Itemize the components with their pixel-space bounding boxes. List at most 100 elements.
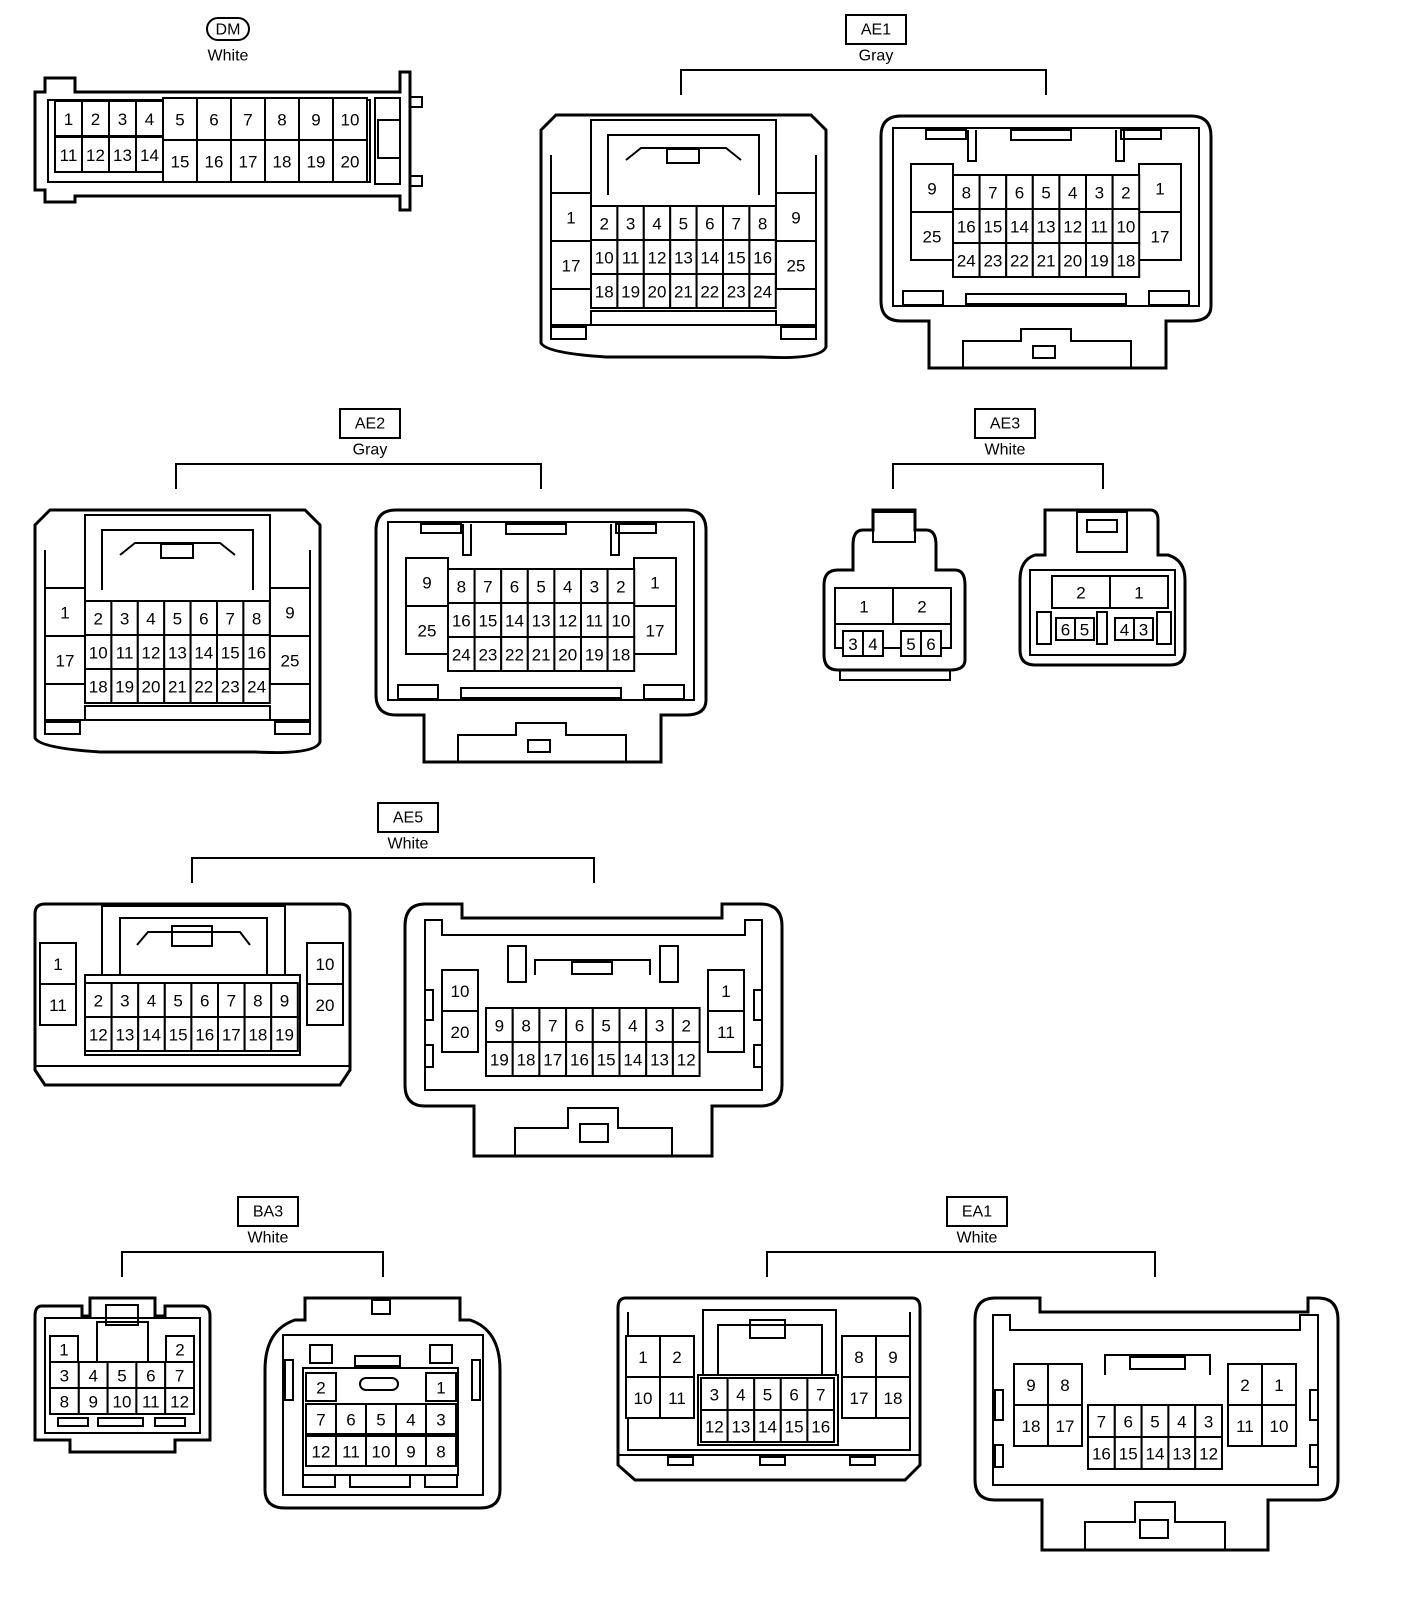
pin-number: 2 xyxy=(1240,1376,1249,1395)
pin-number: 4 xyxy=(868,635,877,654)
pin-number: 6 xyxy=(926,635,935,654)
pin-number: 3 xyxy=(120,610,129,629)
pin-number: 17 xyxy=(1056,1417,1075,1436)
pin-cell xyxy=(1261,1404,1297,1447)
housing-detail xyxy=(359,1377,399,1391)
pin-number: 4 xyxy=(1120,621,1129,640)
pin-number: 5 xyxy=(601,1017,610,1036)
pin-number: 18 xyxy=(595,283,614,302)
pin-number: 8 xyxy=(277,111,286,130)
pin-number: 4 xyxy=(652,215,661,234)
pin-number: 1 xyxy=(650,574,659,593)
pin-number: 2 xyxy=(1121,184,1130,203)
housing-detail xyxy=(154,1417,186,1427)
housing-detail xyxy=(994,1389,1004,1421)
housing-detail xyxy=(424,1474,458,1488)
pin-number: 7 xyxy=(483,578,492,597)
housing-detail xyxy=(753,989,763,1021)
connector-bracket xyxy=(175,463,542,489)
pin-cell xyxy=(834,587,894,625)
pin-cell xyxy=(910,163,954,213)
housing-detail xyxy=(849,1456,876,1466)
pin-cell xyxy=(1047,1404,1083,1447)
pin-number: 8 xyxy=(60,1393,69,1412)
connector-code: DM xyxy=(216,22,241,39)
pin-number: 6 xyxy=(705,215,714,234)
housing-outline xyxy=(374,508,708,764)
housing-outline xyxy=(607,134,760,195)
pin-number: 1 xyxy=(59,1341,68,1360)
connector-code-box xyxy=(377,802,439,833)
pin-number: 5 xyxy=(175,111,184,130)
pin-number: 23 xyxy=(727,283,746,302)
pin-number: 15 xyxy=(983,218,1002,237)
pin-number: 10 xyxy=(372,1443,391,1462)
pin-cell xyxy=(332,139,368,183)
pin-number: 2 xyxy=(616,578,625,597)
pin-cell xyxy=(526,636,556,672)
housing-detail xyxy=(274,721,311,735)
housing-outline xyxy=(119,917,268,975)
housing-detail xyxy=(1139,1519,1169,1539)
pin-number: 6 xyxy=(200,992,209,1011)
pin-number: 1 xyxy=(638,1348,647,1367)
pin-cell xyxy=(645,1041,674,1077)
pin-number: 5 xyxy=(1041,184,1050,203)
pin-number: 3 xyxy=(118,110,127,129)
housing-detail xyxy=(1032,345,1056,359)
pin-number: 15 xyxy=(1119,1445,1138,1464)
pin-cell xyxy=(425,1403,457,1435)
pin-number: 3 xyxy=(60,1367,69,1386)
pin-number: 15 xyxy=(221,644,240,663)
pin-number: 10 xyxy=(611,612,630,631)
pin-cell xyxy=(1031,208,1061,244)
pin-cell xyxy=(54,136,83,173)
pin-number: 6 xyxy=(1015,184,1024,203)
pin-number: 8 xyxy=(854,1348,863,1367)
pin-number: 17 xyxy=(239,153,258,172)
pin-cell xyxy=(425,1372,457,1402)
pin-cell xyxy=(298,139,334,183)
pin-number: 12 xyxy=(677,1051,696,1070)
pin-number: 15 xyxy=(785,1418,804,1437)
pin-cell xyxy=(189,600,219,636)
pin-cell xyxy=(1109,575,1169,609)
connector-color: White xyxy=(248,1230,289,1247)
housing-detail xyxy=(759,1456,786,1466)
pin-cell xyxy=(645,1007,674,1043)
pin-number: 4 xyxy=(147,992,156,1011)
pin-number: 11 xyxy=(49,996,67,1015)
pin-number: 7 xyxy=(227,992,236,1011)
pin-cell xyxy=(242,668,271,704)
housing-outline xyxy=(967,130,1125,162)
pin-number: 13 xyxy=(650,1051,669,1070)
pin-number: 18 xyxy=(884,1389,903,1408)
housing-detail xyxy=(397,684,439,700)
pin-number: 16 xyxy=(753,249,772,268)
housing-outline xyxy=(539,113,828,360)
pin-number: 19 xyxy=(275,1026,294,1045)
pin-cell xyxy=(550,192,592,242)
pin-number: 24 xyxy=(452,646,471,665)
pin-number: 11 xyxy=(342,1443,360,1462)
pin-cell xyxy=(748,273,777,309)
housing-detail xyxy=(1029,569,1176,656)
pin-cell xyxy=(606,636,636,672)
housing-outline xyxy=(457,722,627,762)
housing-detail xyxy=(1036,611,1052,645)
pin-number: 6 xyxy=(199,610,208,629)
housing-detail xyxy=(1148,290,1190,306)
pin-cell xyxy=(1085,174,1114,210)
pin-number: 9 xyxy=(495,1017,504,1036)
pin-number: 9 xyxy=(422,574,431,593)
pin-number: 10 xyxy=(341,111,360,130)
housing-detail xyxy=(1096,611,1108,645)
pin-cell xyxy=(1167,1404,1197,1438)
housing-detail xyxy=(994,1444,1004,1468)
pin-number: 21 xyxy=(674,283,693,302)
pin-number: 12 xyxy=(705,1418,724,1437)
pin-cell xyxy=(1085,242,1114,278)
pin-cell xyxy=(425,1435,457,1467)
housing-outline xyxy=(101,529,254,590)
